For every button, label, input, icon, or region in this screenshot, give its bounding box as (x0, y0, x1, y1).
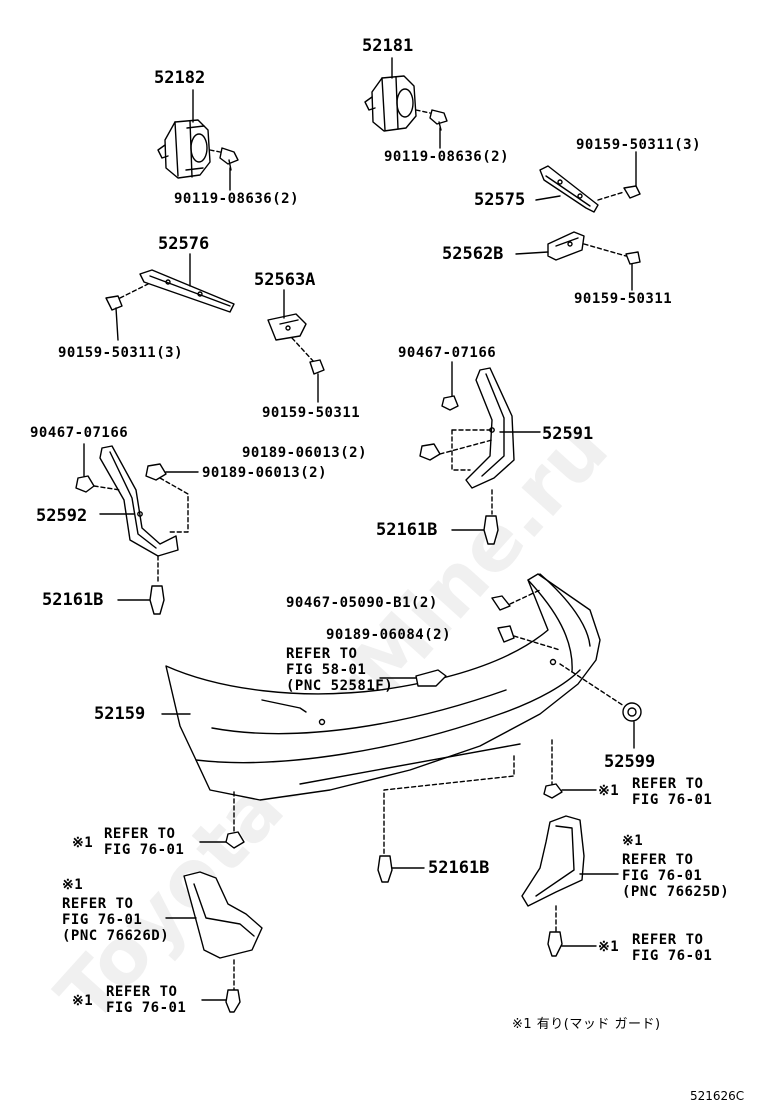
label-52182: 52182 (154, 68, 206, 88)
leader-52575 (535, 195, 561, 201)
label-52591: 52591 (542, 424, 594, 444)
label-fastener-12: 90189-06084(2) (326, 627, 452, 643)
clip-f11 (491, 595, 511, 611)
dash-52592 (93, 477, 189, 533)
clip-52161b-b (149, 585, 165, 615)
label-52563a: 52563A (254, 270, 316, 290)
label-fastener-11: 90467-05090-B1(2) (286, 595, 438, 611)
clip-52161b-c (377, 855, 393, 883)
clip-52563a-shape (267, 313, 307, 341)
bolt-a (219, 147, 239, 171)
clip-left-upper (225, 831, 245, 849)
label-fastener-1: 90119-08636(2) (174, 191, 300, 207)
clip-f7 (441, 395, 459, 411)
dash-f4 (583, 243, 627, 257)
mark-3: ※1 (598, 939, 620, 955)
label-refer-4: REFER TO FIG 76-01 (106, 984, 187, 1016)
clip-f8 (75, 475, 95, 493)
mark-1: ※1 (598, 783, 620, 799)
label-52181: 52181 (362, 36, 414, 56)
label-refer-6: REFER TO FIG 76-01 (PNC 76626D) (62, 896, 170, 944)
nut-f10 (145, 463, 167, 481)
label-52161b-a: 52161B (376, 520, 438, 540)
label-fastener-4: 90159-50311 (574, 291, 673, 307)
nut-f12 (497, 625, 515, 643)
lamp-52182-shape (157, 119, 211, 179)
dash-52161b-c (383, 755, 515, 857)
mudguard-76625d-shape (521, 815, 585, 907)
bumper-52159-shape (165, 573, 601, 801)
label-52575: 52575 (474, 190, 526, 210)
bolt-c (623, 185, 641, 199)
bracket-52562b-shape (547, 231, 585, 261)
label-fastener-10: 90189-06013(2) (202, 465, 328, 481)
dash-f1 (209, 149, 221, 153)
lamp-52181-shape (364, 75, 417, 132)
label-refer-3: REFER TO FIG 76-01 (632, 932, 713, 964)
bolt-b (429, 109, 448, 131)
dash-f3 (597, 191, 625, 201)
label-52592: 52592 (36, 506, 88, 526)
dash-f6 (291, 337, 315, 363)
dash-f2 (415, 109, 431, 114)
mark-4: ※1 (72, 993, 94, 1009)
nut-f9 (419, 443, 441, 461)
reflector-52581f (415, 669, 447, 687)
label-fastener-2: 90119-08636(2) (384, 149, 510, 165)
clip-52161b-a (483, 515, 499, 545)
label-52161b-b: 52161B (42, 590, 104, 610)
label-refer-2: REFER TO FIG 76-01 (104, 826, 185, 858)
bolt-d (625, 251, 641, 265)
label-refer-fig58: REFER TO FIG 58-01 (PNC 52581F) (286, 646, 394, 694)
bolt-e (105, 295, 123, 341)
mark-6: ※1 (62, 877, 84, 893)
label-refer-5: REFER TO FIG 76-01 (PNC 76625D) (622, 852, 730, 900)
label-52562b: 52562B (442, 244, 504, 264)
dash-f5 (119, 283, 149, 299)
bracket-52591-shape (465, 367, 515, 489)
dash-52591 (439, 429, 493, 471)
label-52599: 52599 (604, 752, 656, 772)
label-fastener-6: 90159-50311 (262, 405, 361, 421)
mark-5: ※1 (622, 833, 644, 849)
bolt-right-lower (547, 931, 563, 957)
mark-2: ※1 (72, 835, 94, 851)
label-fastener-3: 90159-50311(3) (576, 137, 702, 153)
grommet-52599 (622, 702, 642, 722)
label-52576: 52576 (158, 234, 210, 254)
bolt-left-lower (225, 989, 241, 1013)
clip-right-upper (543, 783, 563, 799)
mudguard-76626d-shape (183, 871, 263, 959)
bracket-52575-shape (539, 165, 599, 213)
bolt-f (309, 359, 325, 403)
dash-52599 (559, 663, 625, 707)
figure-code: 521626C (690, 1089, 745, 1103)
strip-52576-shape (139, 269, 235, 313)
label-fastener-9: 90189-06013(2) (242, 445, 368, 461)
label-52159: 52159 (94, 704, 146, 724)
label-fastener-7: 90467-07166 (398, 345, 497, 361)
label-52161b-c: 52161B (428, 858, 490, 878)
footnote: ※1 有り(マッド ガード) (512, 1017, 661, 1032)
leader-52562b (515, 251, 549, 255)
dash-f11 (509, 589, 541, 605)
label-fastener-8: 90467-07166 (30, 425, 129, 441)
label-fastener-5: 90159-50311(3) (58, 345, 184, 361)
dash-f12 (513, 635, 561, 651)
bracket-52592-shape (99, 445, 179, 557)
label-refer-1: REFER TO FIG 76-01 (632, 776, 713, 808)
